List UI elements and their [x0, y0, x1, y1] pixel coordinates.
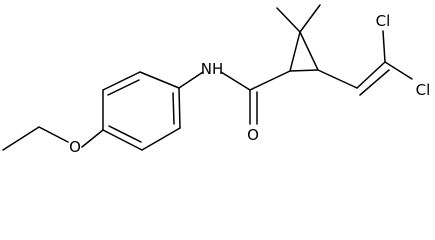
bond — [289, 31, 301, 72]
bond — [317, 69, 358, 89]
bond — [356, 61, 386, 89]
bond — [139, 71, 180, 89]
bond — [102, 129, 143, 151]
bond — [102, 71, 141, 91]
nitrogen-label: NH — [201, 60, 224, 78]
bond — [220, 71, 251, 91]
bonds — [2, 4, 413, 151]
bond — [178, 71, 204, 89]
bond — [38, 126, 69, 143]
amide-oxygen-label: O — [247, 126, 259, 144]
ether-oxygen-label: O — [69, 138, 81, 156]
chlorine-label-top: Cl — [376, 12, 391, 30]
bond — [359, 69, 390, 96]
bond — [276, 7, 301, 33]
bond — [141, 127, 181, 151]
bond — [178, 87, 181, 129]
bond — [382, 30, 386, 63]
bond — [172, 92, 175, 125]
bond — [249, 70, 291, 91]
chemical-structure: NH O O Cl Cl — [2, 4, 430, 156]
bond — [299, 4, 321, 33]
bond — [81, 129, 104, 148]
bond — [108, 125, 142, 143]
chlorine-label-right: Cl — [416, 81, 431, 99]
bond — [289, 69, 319, 72]
bond — [2, 126, 40, 151]
bond — [384, 61, 413, 80]
bond — [299, 31, 319, 71]
bond — [107, 79, 140, 96]
atom-labels: NH O O Cl Cl — [69, 12, 430, 156]
